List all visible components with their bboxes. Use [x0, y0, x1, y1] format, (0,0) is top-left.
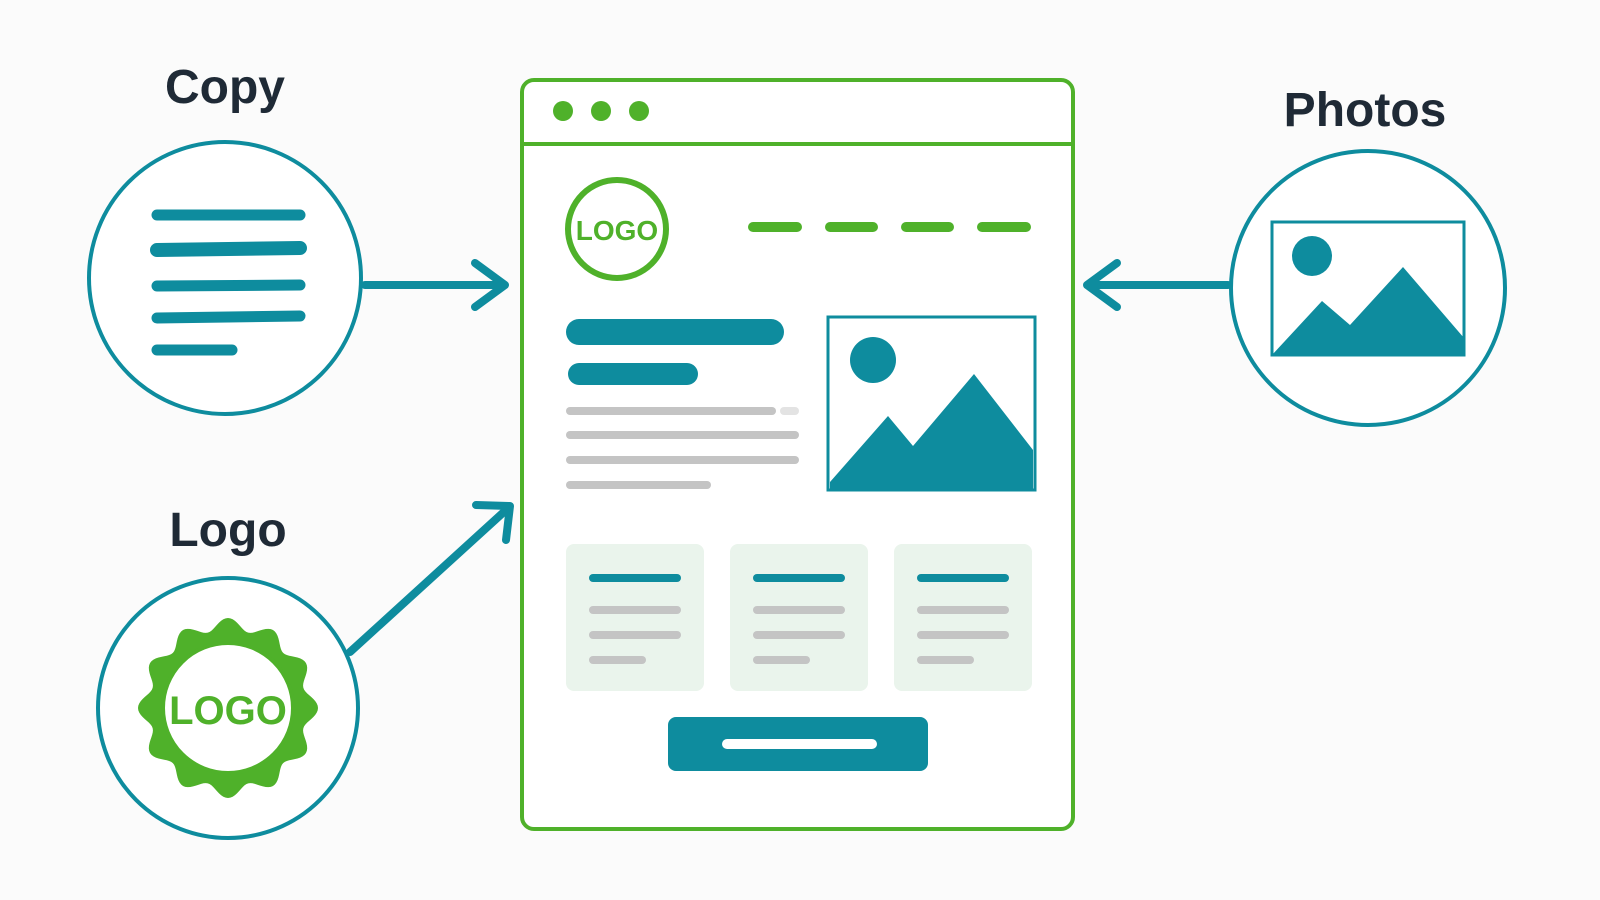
feature-card [730, 544, 868, 691]
copy-circle [87, 140, 363, 416]
feature-cards [566, 544, 1032, 691]
webpage-mockup: LOGO [520, 78, 1075, 831]
window-controls [553, 101, 649, 121]
logo-input-group: Logo LOGO [96, 501, 514, 840]
copy-arrow-icon [361, 259, 509, 311]
window-dot-icon [553, 101, 573, 121]
feature-card [566, 544, 704, 691]
photos-input-group: Photos [1083, 84, 1507, 427]
hero-body-lines [566, 407, 799, 489]
mockup-logo-text: LOGO [576, 215, 658, 246]
photos-label: Photos [1284, 84, 1447, 137]
window-dot-icon [591, 101, 611, 121]
cta-button-placeholder [668, 717, 928, 771]
hero-image-icon [826, 315, 1037, 492]
copy-input-group: Copy [87, 61, 509, 416]
text-lines-icon [150, 209, 307, 356]
window-dot-icon [629, 101, 649, 121]
logo-label: Logo [169, 504, 286, 557]
mockup-logo: LOGO [565, 177, 669, 281]
logo-badge-text: LOGO [169, 689, 287, 733]
badge-icon: LOGO [138, 618, 318, 798]
copy-label: Copy [165, 61, 285, 114]
photos-arrow-icon [1083, 259, 1232, 311]
hero-text-block [566, 319, 799, 489]
logo-arrow-icon [346, 501, 514, 656]
feature-card [894, 544, 1032, 691]
image-icon [1270, 220, 1466, 357]
